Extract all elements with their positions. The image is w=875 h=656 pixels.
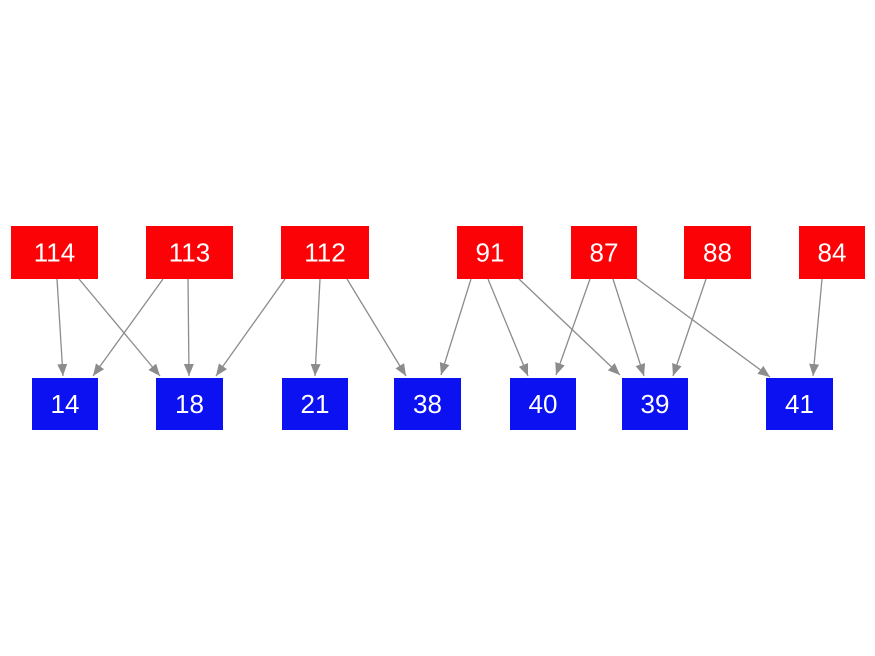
graph-node-18: 18 xyxy=(156,378,223,430)
graph-edge-87-39 xyxy=(612,278,646,377)
graph-node-114: 114 xyxy=(11,226,98,279)
graph-node-87: 87 xyxy=(571,226,637,279)
node-box-114 xyxy=(11,226,98,279)
node-layer: 114 113 112 91 87 88 84 14 18 21 38 40 39 41 xyxy=(11,226,865,430)
graph-edge-87-41 xyxy=(635,277,771,378)
graph-edge-84-41 xyxy=(809,278,823,377)
graph-node-39: 39 xyxy=(622,378,688,430)
node-label-84: 84 xyxy=(818,238,847,268)
graph-edge-112-38 xyxy=(346,278,407,377)
graph-edge-87-40 xyxy=(555,278,591,376)
graph-node-21: 21 xyxy=(282,378,348,430)
graph-edge-112-21 xyxy=(310,278,321,377)
node-box-112 xyxy=(281,226,369,279)
node-label-18: 18 xyxy=(175,389,204,419)
node-box-113 xyxy=(146,226,233,279)
node-label-38: 38 xyxy=(413,389,442,419)
node-box-21 xyxy=(282,378,348,430)
node-label-87: 87 xyxy=(590,238,619,268)
graph-edge-91-39 xyxy=(518,278,621,376)
graph-edge-91-40 xyxy=(487,278,529,377)
node-label-88: 88 xyxy=(703,238,732,268)
node-box-18 xyxy=(156,378,223,430)
node-label-91: 91 xyxy=(476,238,505,268)
graph-node-38: 38 xyxy=(394,378,461,430)
node-label-14: 14 xyxy=(51,389,80,419)
node-label-21: 21 xyxy=(301,389,330,419)
node-box-39 xyxy=(622,378,688,430)
node-box-84 xyxy=(799,226,865,279)
graph-node-112: 112 xyxy=(281,226,369,279)
node-box-41 xyxy=(766,378,833,430)
graph-node-88: 88 xyxy=(684,226,751,279)
graph-edge-114-18 xyxy=(78,278,161,377)
node-box-88 xyxy=(684,226,751,279)
graph-edge-112-18 xyxy=(215,278,286,377)
graph-edge-114-14 xyxy=(56,278,68,377)
node-label-41: 41 xyxy=(785,389,814,419)
node-label-40: 40 xyxy=(529,389,558,419)
graph-node-14: 14 xyxy=(32,378,98,430)
node-label-112: 112 xyxy=(304,238,345,268)
node-box-40 xyxy=(510,378,576,430)
node-box-14 xyxy=(32,378,98,430)
node-label-113: 113 xyxy=(169,238,210,268)
graph-edge-88-39 xyxy=(672,278,707,377)
graph-node-40: 40 xyxy=(510,378,576,430)
node-label-39: 39 xyxy=(641,389,670,419)
graph-node-113: 113 xyxy=(146,226,233,279)
edge-layer xyxy=(56,277,823,378)
graph-node-91: 91 xyxy=(457,226,523,279)
graph-edge-113-14 xyxy=(92,278,164,377)
node-label-114: 114 xyxy=(34,238,75,268)
graph-node-84: 84 xyxy=(799,226,865,279)
node-box-91 xyxy=(457,226,523,279)
graph-edge-91-38 xyxy=(439,278,472,376)
node-box-38 xyxy=(394,378,461,430)
graph-node-41: 41 xyxy=(766,378,833,430)
node-box-87 xyxy=(571,226,637,279)
graph-edge-113-18 xyxy=(183,278,194,377)
